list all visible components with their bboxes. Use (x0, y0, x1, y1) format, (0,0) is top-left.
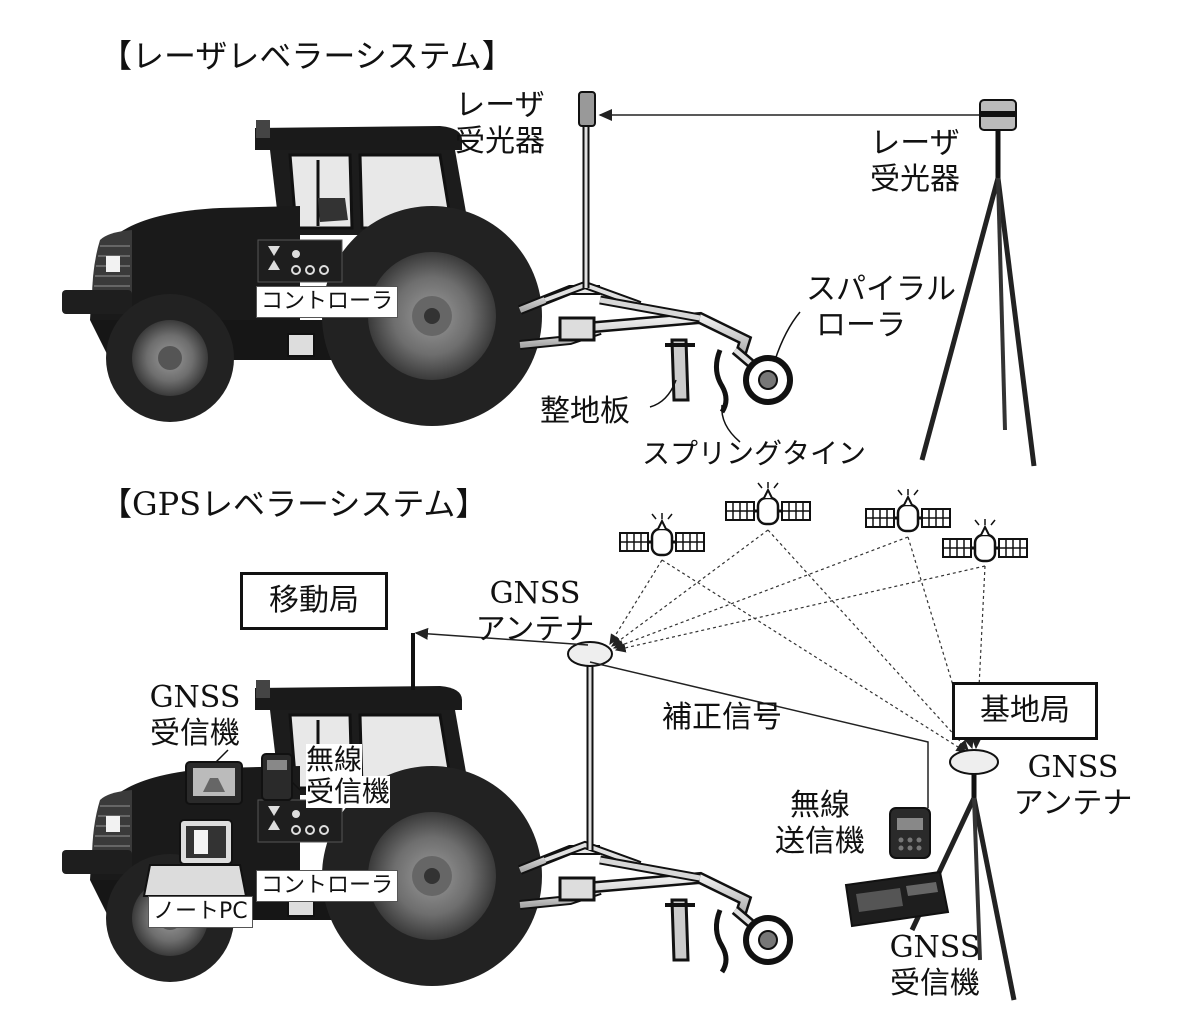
laser-leader-lines (649, 311, 801, 443)
rover-gnss-receiver-label-1: GNSS (149, 680, 241, 715)
satellite-1 (618, 511, 706, 557)
gps-controller-tag: コントローラ (256, 870, 399, 902)
laser-leveler (520, 285, 790, 412)
radio-transmitter-label-2: 送信機 (775, 824, 865, 859)
rover-antenna-label-1: GNSS (489, 576, 581, 611)
laser-controller-tag: コントローラ (256, 286, 399, 318)
gps-tractor (60, 678, 544, 988)
rover-gnss-receiver-device (185, 761, 243, 805)
laser-emitter-tripod (919, 99, 1037, 467)
gps-rover-antenna (567, 641, 613, 850)
rover-radio-receiver-label-2: 受信機 (306, 775, 391, 808)
laser-receiver-label-1: レーザ (455, 88, 545, 123)
laser-emitter-label-2: 受光器 (870, 162, 960, 197)
leveling-board-label: 整地板 (540, 394, 630, 429)
correction-signal-label: 補正信号 (662, 700, 782, 735)
laser-emitter-label-1: レーザ (870, 126, 960, 161)
laser-receiver-mast (578, 91, 596, 288)
notebook-pc-tag: ノートPC (148, 896, 253, 928)
satellite-signal-lines (609, 529, 986, 753)
base-gnss-receiver-device (844, 870, 950, 928)
laser-section-title: 【レーザレベラーシステム】 (100, 37, 514, 75)
spiral-roller-label-2: ローラ (816, 308, 906, 343)
laser-receiver-label-2: 受光器 (455, 124, 545, 159)
satellite-4 (941, 517, 1029, 563)
mobile-station-box: 移動局 (240, 572, 388, 630)
rover-radio-receiver-label-1: 無線 (306, 743, 363, 776)
base-gnss-receiver-label-2: 受信機 (890, 966, 980, 1001)
gps-leader-lines (215, 749, 301, 791)
base-antenna-label-2: アンテナ (1013, 786, 1133, 821)
rover-radio-receiver-device (261, 753, 293, 801)
radio-transmitter-device (889, 807, 931, 859)
rover-gnss-receiver-label-2: 受信機 (150, 716, 240, 751)
correction-signal-line (589, 661, 929, 808)
laser-tractor (60, 118, 544, 428)
satellite-3 (864, 487, 952, 533)
gps-leveler (520, 845, 790, 972)
base-gnss-receiver-label-1: GNSS (889, 930, 981, 965)
rover-antenna-label-2: アンテナ (475, 612, 595, 647)
radio-transmitter-label-1: 無線 (790, 788, 850, 823)
base-antenna-label-1: GNSS (1027, 750, 1119, 785)
satellite-2 (724, 480, 812, 526)
spring-tine-label: スプリングタイン (642, 437, 867, 470)
base-station-box: 基地局 (952, 682, 1098, 740)
antenna-to-tractor-arrow (414, 627, 589, 646)
spiral-roller-label-1: スパイラル (806, 272, 956, 307)
gps-section-title: 【GPSレベラーシステム】 (100, 485, 488, 523)
